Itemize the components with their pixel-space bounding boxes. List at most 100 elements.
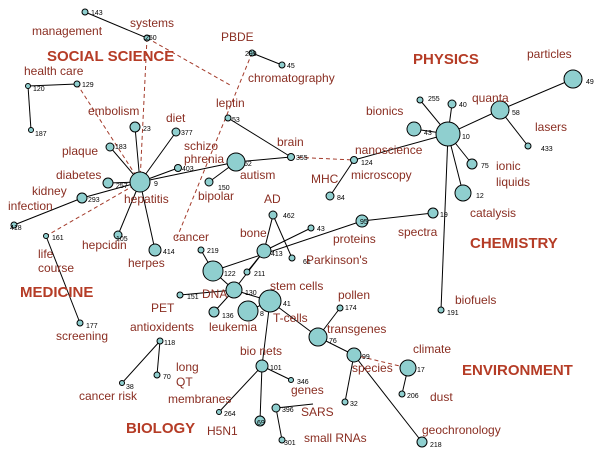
node[interactable] xyxy=(225,281,243,299)
node[interactable] xyxy=(129,171,151,193)
node-id: 413 xyxy=(271,251,283,258)
term-label: course xyxy=(38,261,74,275)
term-label: antioxidents xyxy=(130,320,194,334)
node[interactable] xyxy=(119,380,125,386)
term-label: nanoscience xyxy=(355,143,423,157)
node[interactable] xyxy=(341,398,349,406)
node-id: 23 xyxy=(143,126,151,133)
node-id: 43 xyxy=(317,226,325,233)
node[interactable] xyxy=(398,390,406,398)
node[interactable] xyxy=(350,156,358,164)
node[interactable] xyxy=(524,142,532,150)
node[interactable] xyxy=(81,8,89,16)
edge xyxy=(440,133,449,311)
node[interactable] xyxy=(399,359,417,377)
node[interactable] xyxy=(129,121,141,133)
node[interactable] xyxy=(76,319,84,327)
node[interactable] xyxy=(28,127,34,133)
edge xyxy=(175,52,253,241)
node[interactable] xyxy=(174,164,182,172)
node[interactable] xyxy=(268,210,278,220)
node[interactable] xyxy=(466,158,478,170)
node-id: 70 xyxy=(163,374,171,381)
node[interactable] xyxy=(307,224,315,232)
node[interactable] xyxy=(435,121,461,147)
node-id: 8 xyxy=(260,311,264,318)
node[interactable] xyxy=(254,415,266,427)
node[interactable] xyxy=(248,49,256,57)
node[interactable] xyxy=(237,300,259,322)
node[interactable] xyxy=(406,121,422,137)
node[interactable] xyxy=(153,371,161,379)
node[interactable] xyxy=(197,246,205,254)
node[interactable] xyxy=(427,207,439,219)
node[interactable] xyxy=(105,142,115,152)
node[interactable] xyxy=(278,436,286,444)
node[interactable] xyxy=(208,306,220,318)
node[interactable] xyxy=(454,184,472,202)
node[interactable] xyxy=(76,192,88,204)
edge xyxy=(353,354,409,369)
nodes xyxy=(10,8,583,448)
edge xyxy=(156,340,161,376)
node-id: 418 xyxy=(10,225,22,232)
node[interactable] xyxy=(73,80,81,88)
node[interactable] xyxy=(148,243,162,257)
node[interactable] xyxy=(271,403,281,413)
node[interactable] xyxy=(325,191,335,201)
node[interactable] xyxy=(202,260,224,282)
term-label: systems xyxy=(130,16,174,30)
term-label: catalysis xyxy=(470,206,516,220)
term-label: phrenia xyxy=(184,152,224,166)
node[interactable] xyxy=(447,99,457,109)
node[interactable] xyxy=(243,268,251,276)
node[interactable] xyxy=(156,337,164,345)
node-id: 143 xyxy=(91,10,103,17)
node[interactable] xyxy=(176,291,184,299)
node[interactable] xyxy=(336,304,344,312)
node-id: 43 xyxy=(424,130,432,137)
node[interactable] xyxy=(288,254,296,262)
node-id: 250 xyxy=(145,35,157,42)
node-id: 403 xyxy=(182,166,194,173)
node[interactable] xyxy=(102,177,114,189)
node[interactable] xyxy=(308,327,328,347)
node[interactable] xyxy=(10,221,18,229)
node[interactable] xyxy=(278,61,286,69)
node[interactable] xyxy=(226,152,246,172)
node[interactable] xyxy=(416,96,424,104)
node[interactable] xyxy=(171,127,181,137)
node[interactable] xyxy=(143,34,151,42)
node-id: 293 xyxy=(88,197,100,204)
node-id: 264 xyxy=(224,411,236,418)
node[interactable] xyxy=(355,214,369,228)
node-id: 12 xyxy=(476,193,484,200)
node-id: 124 xyxy=(361,160,373,167)
node[interactable] xyxy=(437,306,445,314)
node[interactable] xyxy=(416,436,428,448)
node[interactable] xyxy=(224,114,232,122)
node[interactable] xyxy=(258,289,282,313)
node[interactable] xyxy=(288,377,294,383)
term-label: bone xyxy=(240,226,267,240)
term-label: brain xyxy=(277,135,304,149)
node[interactable] xyxy=(490,100,510,120)
node-id: 211 xyxy=(254,271,265,278)
node[interactable] xyxy=(563,69,583,89)
node[interactable] xyxy=(255,359,269,373)
node[interactable] xyxy=(25,83,31,89)
term-label: management xyxy=(32,24,103,38)
term-label: quanta xyxy=(472,91,509,105)
node[interactable] xyxy=(43,233,49,239)
node-id: 177 xyxy=(86,323,98,330)
node[interactable] xyxy=(204,177,214,187)
node[interactable] xyxy=(346,347,362,363)
term-label: SARS xyxy=(301,405,334,419)
node[interactable] xyxy=(113,230,123,240)
node[interactable] xyxy=(256,243,272,259)
term-label: leptin xyxy=(216,96,245,110)
node-id: 9 xyxy=(154,181,158,188)
node[interactable] xyxy=(287,153,295,161)
node[interactable] xyxy=(216,409,222,415)
node-id: 136 xyxy=(222,313,234,320)
